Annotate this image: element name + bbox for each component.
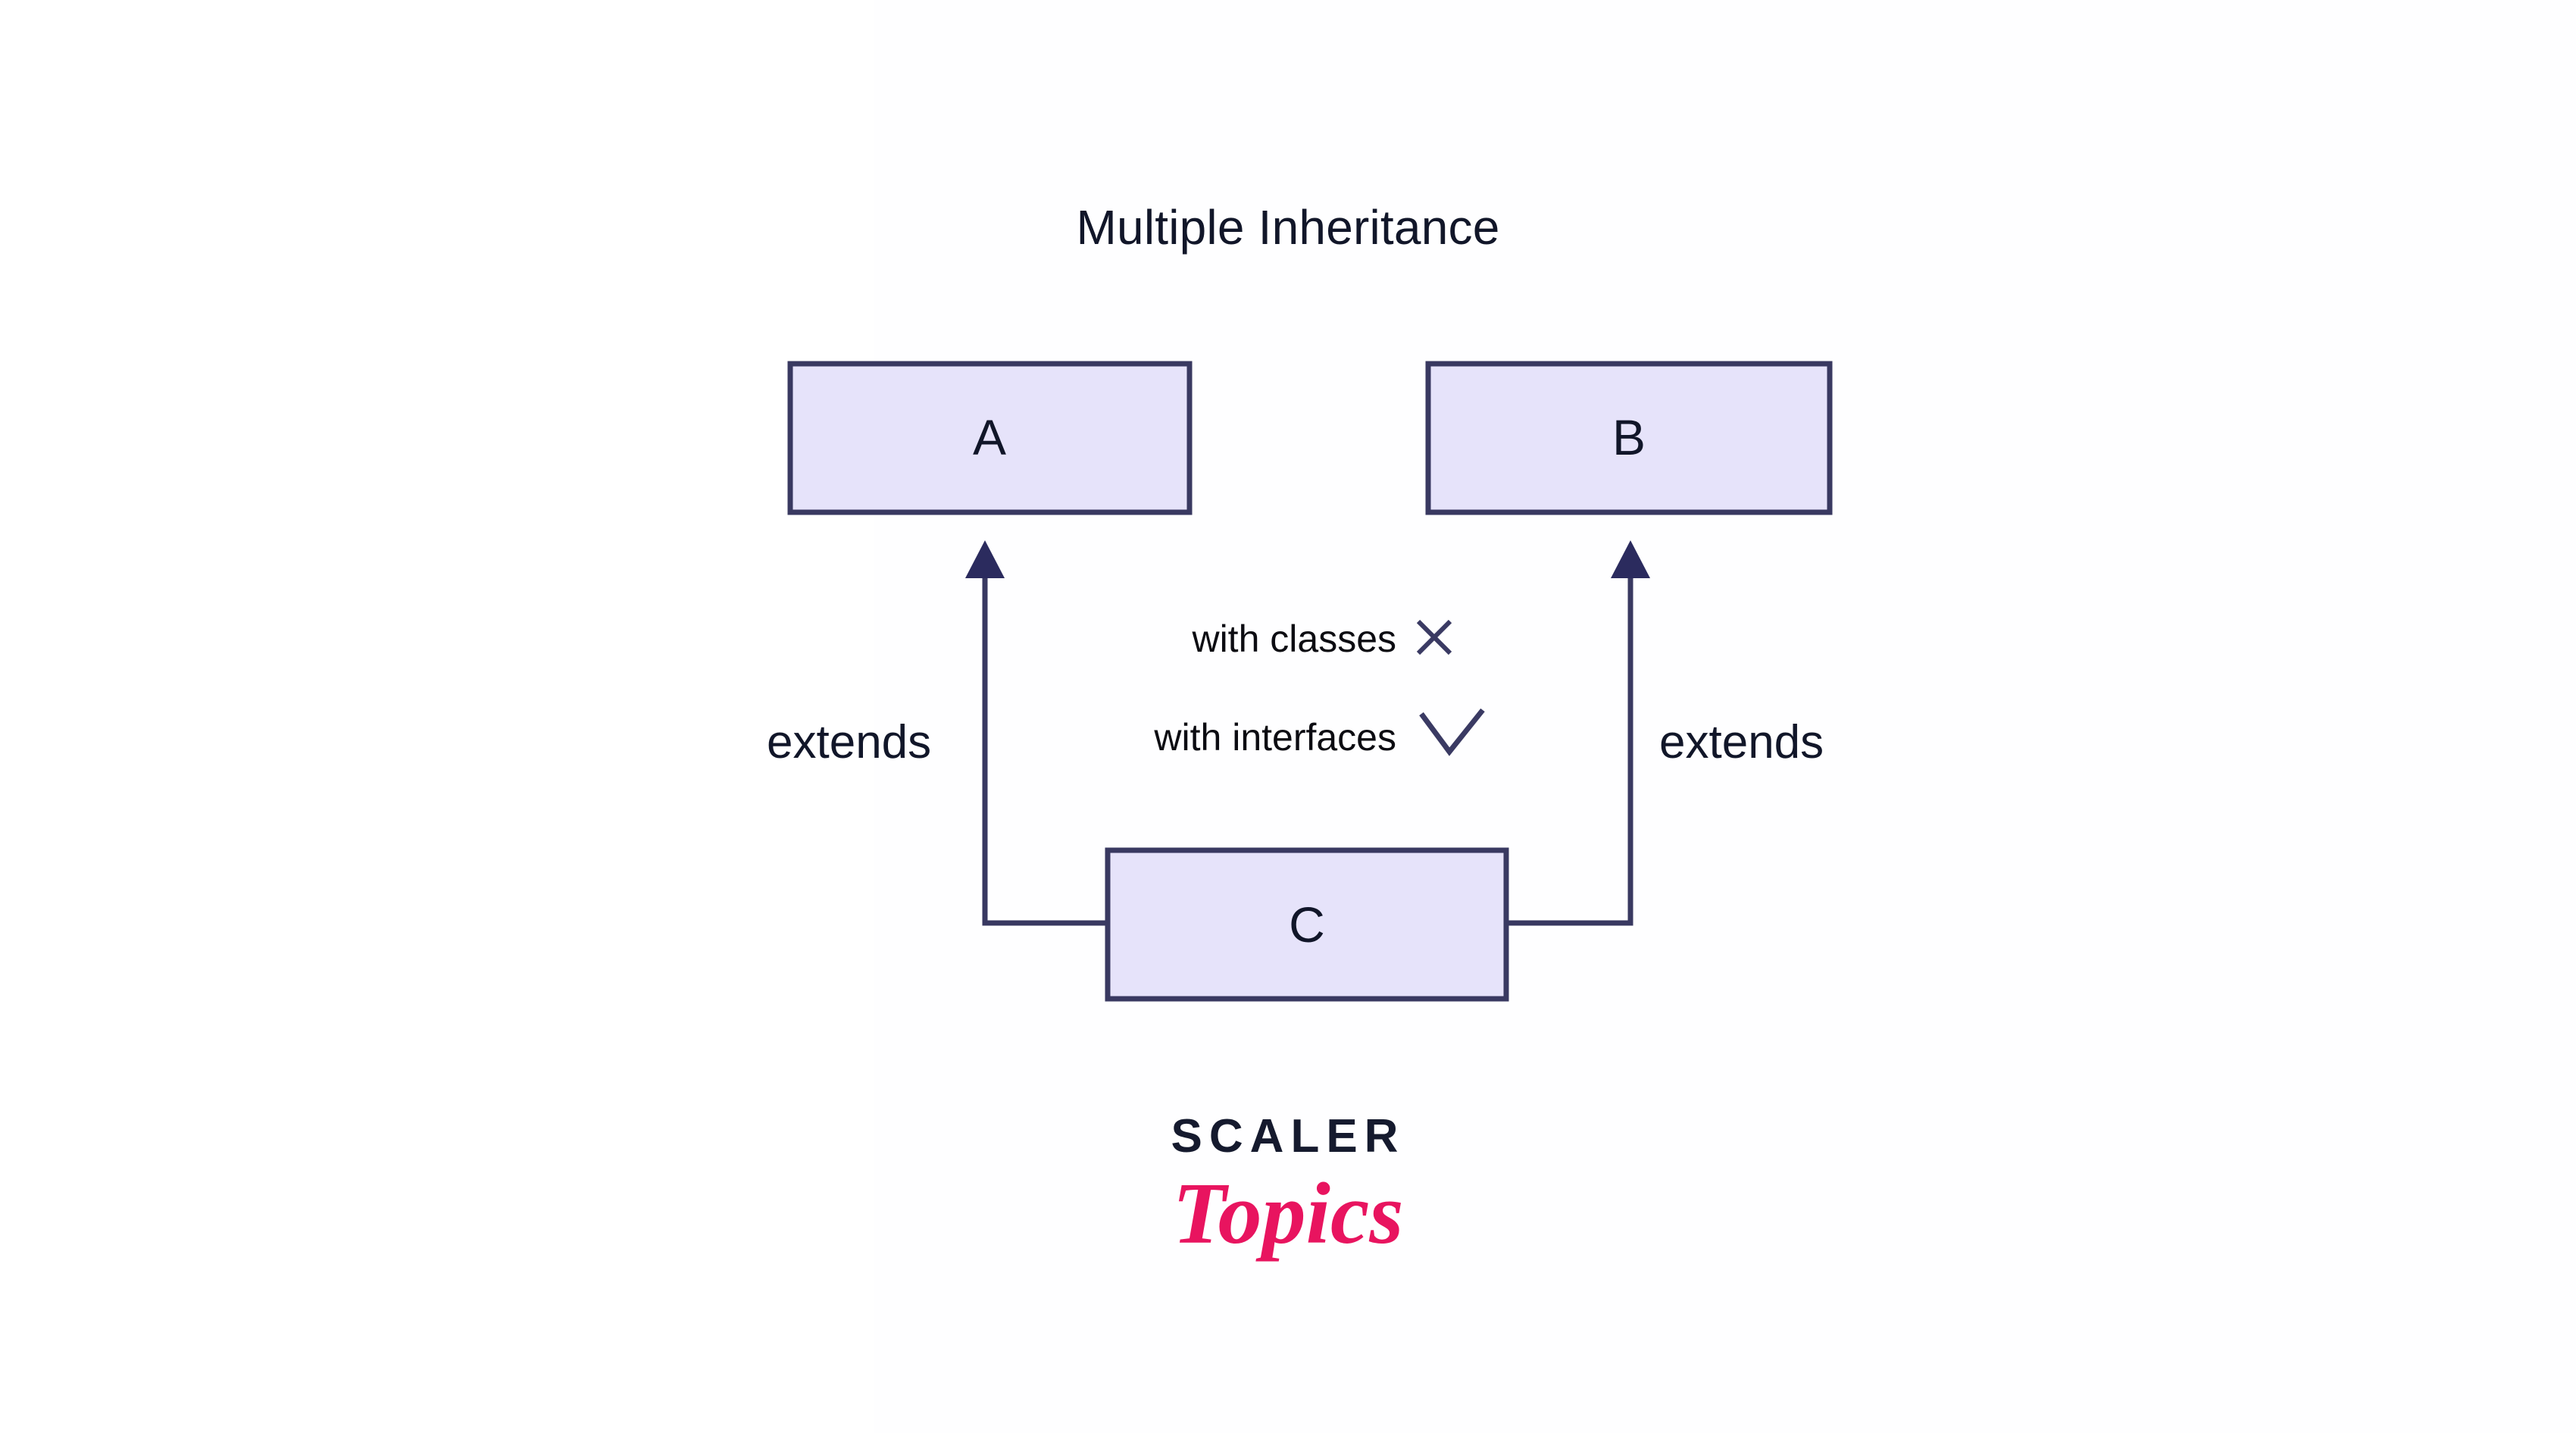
class-node-c[interactable]: C: [1105, 847, 1509, 1002]
class-node-c-label: C: [1289, 896, 1325, 953]
class-node-b-box: [1425, 361, 1833, 515]
edge-c-to-b: [1506, 540, 1650, 926]
brand-logo-script: Topics: [1172, 1165, 1403, 1262]
background-panel: [874, 0, 2576, 1433]
class-node-b-label: B: [1612, 409, 1646, 465]
edge-c-to-a-arrowhead: [965, 540, 1005, 578]
cross-icon: [1416, 619, 1452, 655]
note-with-interfaces: with interfaces: [1153, 708, 1485, 759]
edge-c-to-b-arrowhead: [1611, 540, 1650, 578]
class-node-c-box: [1105, 847, 1509, 1002]
class-node-a-box: [787, 361, 1193, 515]
class-node-a[interactable]: A: [787, 361, 1193, 515]
edge-c-to-a-line: [982, 578, 1108, 926]
brand-logo-wordmark: SCALER: [1171, 1110, 1405, 1162]
check-icon: [1419, 708, 1485, 756]
edge-c-to-a: [965, 540, 1108, 926]
note-with-classes: with classes: [1191, 618, 1452, 660]
note-with-interfaces-label: with interfaces: [1153, 716, 1396, 759]
brand-logo: SCALER Topics: [1171, 1110, 1405, 1262]
class-node-a-label: A: [973, 409, 1006, 465]
edge-c-to-b-line: [1506, 578, 1633, 926]
diagram-title: Multiple Inheritance: [1077, 200, 1500, 255]
edge-label-extends-right: extends: [1659, 716, 1824, 768]
class-node-b[interactable]: B: [1425, 361, 1833, 515]
note-with-classes-label: with classes: [1191, 618, 1396, 660]
edge-label-extends-left: extends: [767, 716, 931, 768]
